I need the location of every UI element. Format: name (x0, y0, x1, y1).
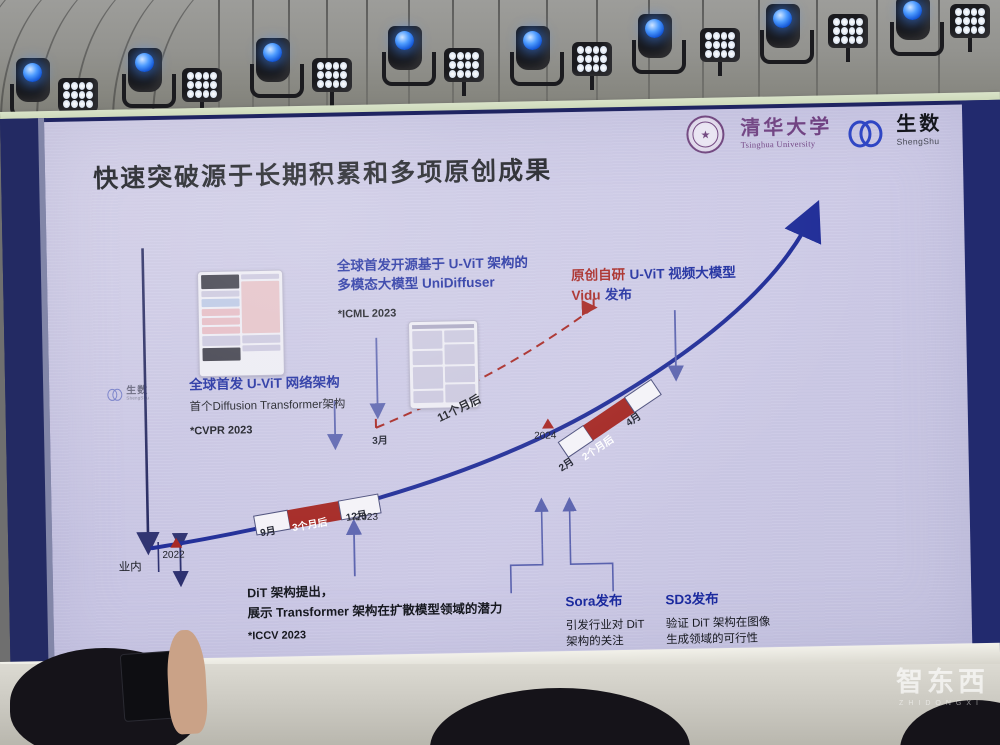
year-marker-2024 (542, 418, 555, 429)
annotation-unidiffuser-venue: *ICML 2023 (337, 307, 397, 321)
watermark-latin: ZHIDONGXI (899, 700, 983, 707)
annotation-unidiffuser-heading-2: 多模态大模型 UniDiffuser (337, 274, 495, 293)
timeline-chart-vector (136, 200, 822, 594)
annotation-sora-sub-1: 引发行业对 DiT (565, 618, 645, 633)
annotation-sd3-sub-2: 生成领域的可行性 (666, 632, 759, 647)
month-label-9: 9月 (259, 525, 277, 540)
media-watermark: 智 东 西 ZHIDONGXI (896, 660, 986, 707)
annotation-vidu-blue-1: U-ViT 视频大模型 (629, 264, 736, 282)
annotation-vidu-red-1: 原创自研 (570, 267, 626, 284)
annotation-unidiffuser-heading-1: 全球首发开源基于 U-ViT 架构的 (336, 254, 529, 274)
year-marker-2022 (170, 537, 183, 548)
annotation-sora-heading: Sora发布 (565, 593, 623, 610)
annotation-sora-sub-2: 架构的关注 (566, 635, 624, 649)
uvit-architecture-thumbnail (196, 269, 285, 378)
annotation-vidu-heading-1: 原创自研 U-ViT 视频大模型 (571, 261, 736, 285)
annotation-vidu-blue-2: 发布 (604, 286, 633, 303)
annotation-dit-venue: *ICCV 2023 (247, 629, 307, 643)
annotation-dit-heading-1: DiT 架构提出， (247, 584, 334, 601)
annotation-uvit-sub: 首个Diffusion Transformer架构 (189, 398, 346, 414)
annotation-sd3-heading: SD3发布 (665, 591, 719, 608)
year-label-2022: 2022 (162, 549, 185, 561)
watermark-char-3: 西 (958, 667, 986, 697)
presentation-slide: 快速突破源于长期积累和多项原创成果 清华大学 Tsinghua Universi… (44, 104, 973, 668)
annotation-vidu-heading-2: Vidu 发布 (571, 285, 632, 305)
watermark-char-1: 智 (896, 667, 924, 697)
axis-label-industry: 业内 (118, 561, 142, 574)
annotation-uvit-heading: 全球首发 U-ViT 网络架构 (188, 374, 340, 393)
year-label-2024: 2024 (534, 430, 557, 442)
annotation-uvit-venue: *CVPR 2023 (189, 424, 253, 438)
month-label-3: 3月 (372, 435, 388, 447)
watermark-char-2: 东 (927, 667, 955, 697)
led-wall: 快速突破源于长期积累和多项原创成果 清华大学 Tsinghua Universi… (0, 99, 1000, 679)
annotation-vidu-red-2: Vidu (571, 287, 601, 304)
